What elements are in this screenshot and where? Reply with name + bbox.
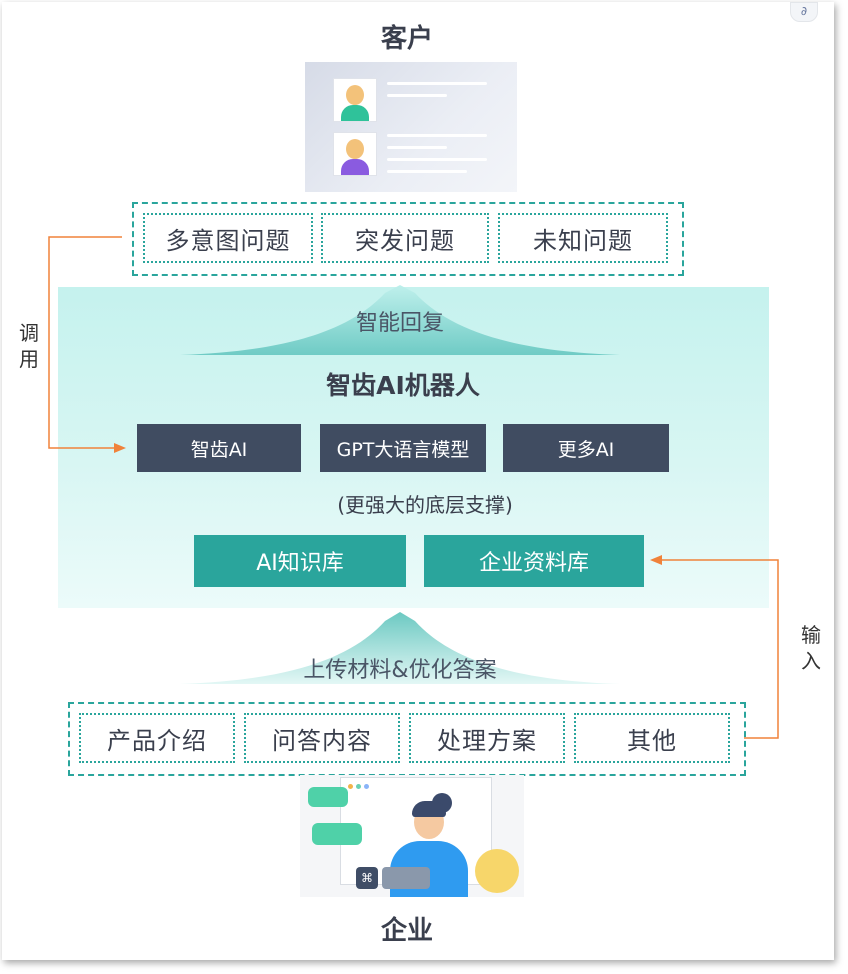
input-label: 输 入: [801, 623, 821, 673]
problem-sudden: 突发问题: [321, 213, 489, 263]
command-key-icon: ⌘: [356, 867, 378, 889]
invoke-arrow: [48, 236, 126, 453]
material-product-intro: 产品介绍: [79, 713, 235, 763]
invoke-label: 调 用: [19, 321, 39, 371]
model-more-ai: 更多AI: [503, 424, 669, 472]
input-arrow: [650, 555, 779, 739]
enterprise-database: 企业资料库: [424, 535, 644, 587]
customer-title: 客户: [380, 24, 433, 54]
link-icon[interactable]: ∂: [790, 2, 818, 22]
enterprise-title: 企业: [380, 916, 433, 946]
problem-multi-intent: 多意图问题: [143, 213, 313, 263]
customer-problems-group: [132, 202, 684, 276]
customer-avatar-icon: [333, 78, 377, 122]
problem-unknown: 未知问题: [498, 213, 668, 263]
model-zhichi-ai: 智齿AI: [137, 424, 301, 472]
model-gpt: GPT大语言模型: [320, 424, 486, 472]
material-qa-content: 问答内容: [244, 713, 400, 763]
support-note: (更强大的底层支撑): [337, 493, 513, 517]
smart-reply-label: 智能回复: [355, 311, 444, 336]
reply-hill-arrow: [180, 285, 620, 355]
upload-label: 上传材料&优化答案: [303, 658, 497, 683]
ai-knowledge-base: AI知识库: [194, 535, 406, 587]
customer-avatar-icon: [333, 132, 377, 176]
customer-chat-illustration: [305, 62, 517, 192]
robot-title: 智齿AI机器人: [326, 371, 480, 400]
material-solutions: 处理方案: [409, 713, 565, 763]
upload-hill-arrow: [180, 612, 620, 684]
material-others: 其他: [574, 713, 730, 763]
enterprise-agent-illustration: ⌘: [300, 775, 524, 897]
